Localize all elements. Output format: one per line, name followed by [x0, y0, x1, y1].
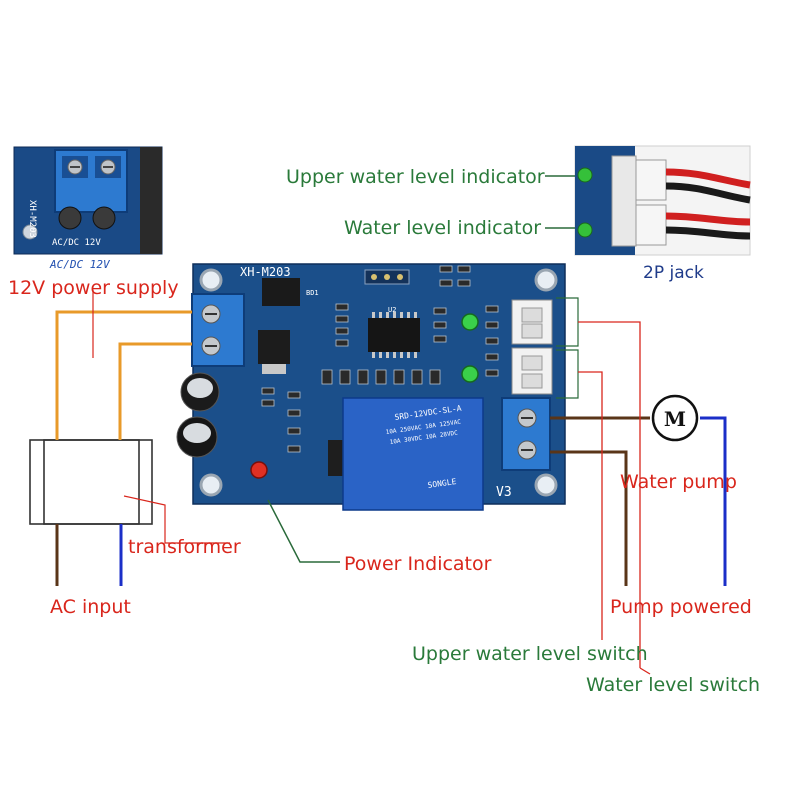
relay-icon: SRD-12VDC-SL-A 10A 250VAC 10A 125VAC 10A… — [342, 397, 484, 511]
pump-powered-label: Pump powered — [610, 596, 752, 618]
power-indicator-label: Power Indicator — [344, 553, 492, 575]
motor-label: M — [664, 407, 686, 431]
power-supply-label: 12V power supply — [8, 277, 179, 299]
upper-indicator-label: Upper water level indicator — [286, 166, 545, 188]
wire-power-orange-1 — [55, 310, 192, 440]
leader-transformer — [123, 495, 230, 544]
leader-power-indicator — [267, 499, 340, 563]
version-text: V3 — [496, 485, 512, 500]
transformer-label: transformer — [128, 536, 241, 558]
terminal-block-icon — [191, 293, 245, 367]
led-icon — [250, 461, 268, 479]
level-indicator-label: Water level indicator — [344, 217, 541, 239]
led-icon — [577, 167, 593, 183]
pcb-board: XH-M203 BD1 U2 — [176, 263, 566, 511]
led-icon — [461, 313, 479, 331]
water-pump-label: Water pump — [620, 471, 737, 493]
board-model-text: XH-M203 — [240, 265, 291, 279]
wire-level-switch — [578, 371, 603, 640]
wire-power-orange-2 — [118, 342, 192, 440]
upper-switch-label: Upper water level switch — [412, 643, 648, 665]
jack-label: 2P jack — [643, 263, 704, 283]
bd1-text: BD1 — [306, 289, 319, 297]
u2-text: U2 — [388, 306, 396, 314]
inset-power-text: AC/DC 12V — [52, 238, 101, 248]
motor-icon: M — [651, 394, 699, 442]
inset-caption: AC/DC 12V — [49, 258, 111, 271]
wire-pump-brown — [550, 450, 628, 586]
inset-model-text: XH-M203 — [27, 200, 37, 238]
capacitor-icon — [176, 416, 218, 458]
ac-input-label: AC input — [50, 596, 131, 618]
inset-power-terminal: XH-M203 AC/DC 12V — [13, 146, 163, 255]
wire-pump-blue — [700, 416, 727, 586]
led-icon — [577, 222, 593, 238]
level-switch-label: Water level switch — [586, 674, 760, 696]
relay-brand-text: SONGLE — [427, 477, 457, 490]
inset-jack — [574, 145, 751, 256]
capacitor-icon — [180, 372, 220, 412]
led-icon — [461, 365, 479, 383]
terminal-block-icon — [501, 397, 551, 471]
wire-upper-switch — [578, 321, 641, 668]
transformer-icon — [29, 439, 153, 525]
bracket-level-switch — [556, 349, 579, 399]
